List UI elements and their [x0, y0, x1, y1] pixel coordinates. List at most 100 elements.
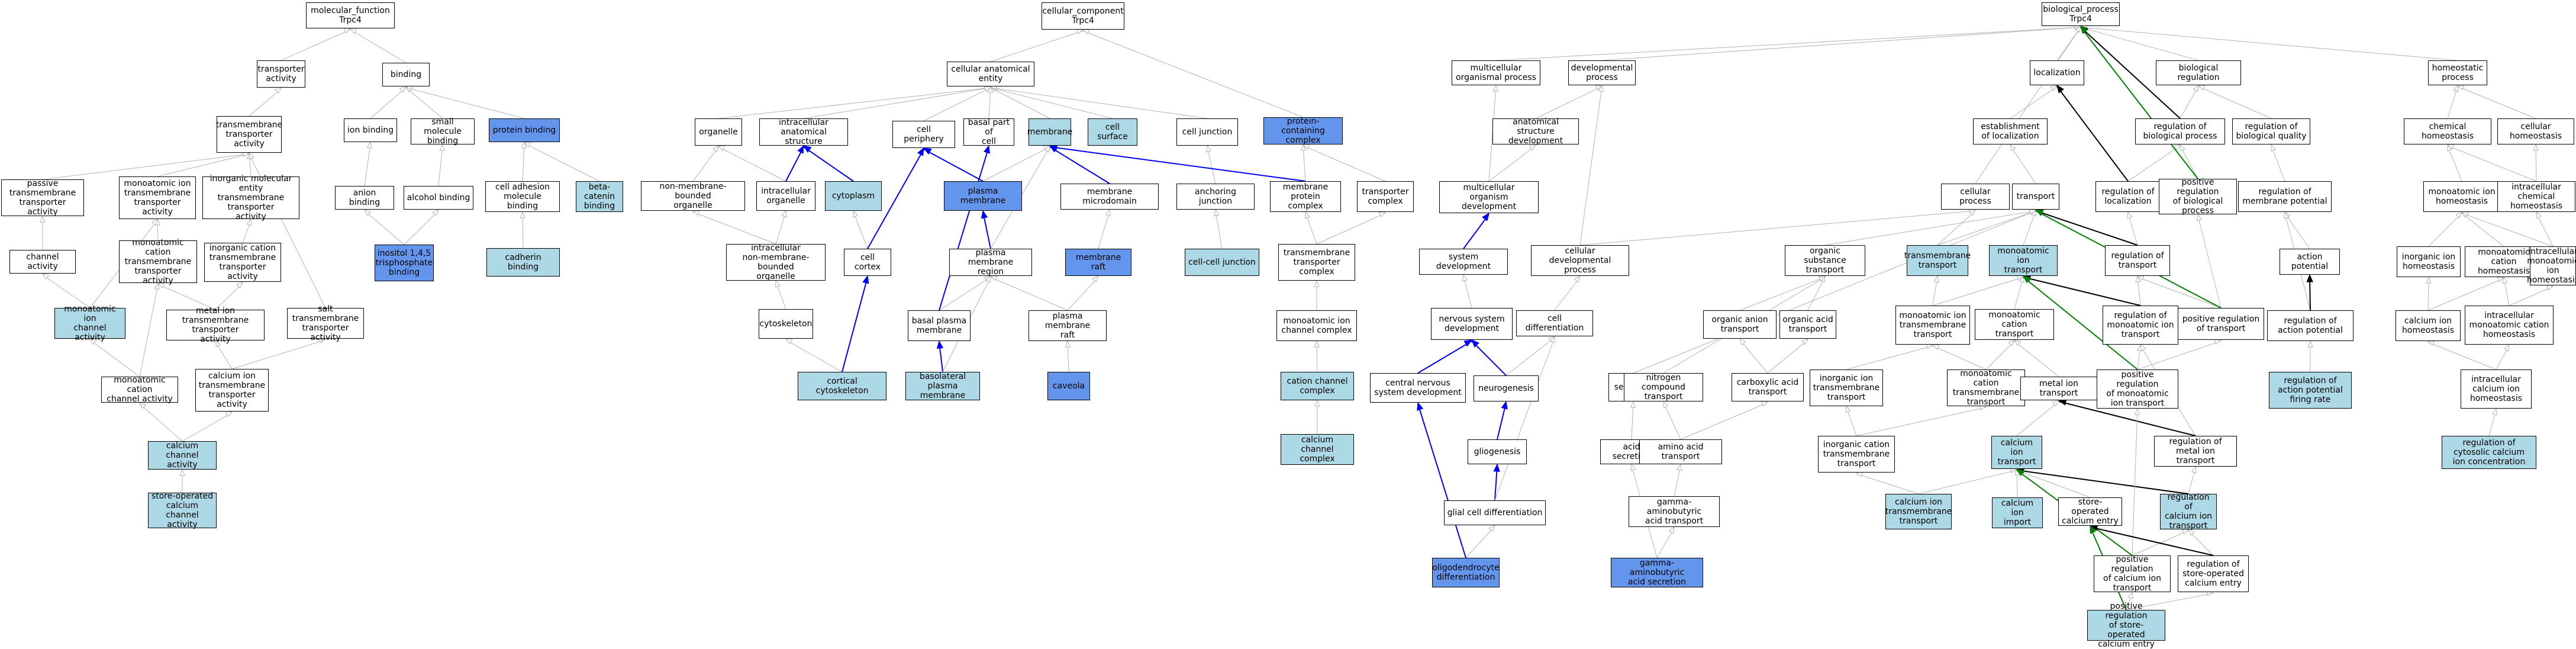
edge-is-a	[2126, 591, 2133, 611]
edge-is-a	[349, 28, 407, 63]
go-term-node-pm-region: plasma membrane region	[949, 248, 1032, 277]
go-term-node-glial-cell-diff: glial cell differentiation	[1444, 500, 1546, 525]
go-term-node-organic-acid-transport: organic acid transport	[1779, 310, 1836, 339]
edge-is-a	[523, 142, 600, 182]
go-term-node-beta-catenin: beta-catenin binding	[576, 181, 623, 212]
edge-is-a	[2135, 275, 2141, 306]
go-term-node-multicellular-organismal: multicellular organismal process	[1452, 60, 1540, 85]
edge-is-a	[1535, 85, 1603, 119]
edge-is-a	[2496, 343, 2510, 370]
go-term-node-transport: transport	[2012, 184, 2059, 210]
edge-is-a	[404, 209, 439, 245]
edge-is-a	[717, 145, 786, 182]
go-term-node-inorg-mol-tm: inorganic molecular entity transmembrane…	[202, 174, 299, 221]
go-term-node-pos-reg-calcium-tm: positive regulation of calcium ion trans…	[2094, 555, 2171, 593]
edge-is-a	[1601, 24, 2082, 61]
edge-is-a	[2197, 85, 2272, 119]
edge-is-a	[1633, 209, 2037, 374]
edge-is-a	[1579, 207, 1977, 246]
go-term-node-biological-regulation: biological regulation	[2156, 60, 2241, 85]
edge-is-a	[1314, 279, 1320, 310]
edge-is-a	[2180, 143, 2198, 179]
go-term-node-organelle: organelle	[695, 118, 742, 146]
go-term-node-calcium-channel: calcium channel activity	[148, 441, 217, 470]
edge-is-a	[1067, 275, 1099, 311]
edge-is-a	[2307, 340, 2313, 372]
edge-is-a	[1630, 400, 1636, 440]
edge-is-a	[2056, 25, 2081, 61]
edge-is-a	[2127, 211, 2138, 246]
edge-part-of	[1493, 463, 1500, 501]
go-term-node-bp: biological_process Trpc4	[2042, 2, 2120, 26]
go-term-node-intra-mono-ion-homeo: intracellular monoatomic ion homeostasis	[2526, 246, 2576, 285]
edge-part-of	[842, 275, 869, 372]
go-term-node-pos-reg-mono-ion-transport: positive regulation of monoatomic ion tr…	[2097, 370, 2178, 409]
edge-is-a	[1856, 404, 1987, 436]
edge-is-a	[157, 282, 216, 310]
edge-is-a	[1554, 275, 1581, 311]
edge-is-a	[2188, 529, 2214, 556]
edge-is-a	[2488, 407, 2497, 436]
go-term-node-caveola: caveola	[1047, 372, 1090, 400]
go-term-node-gliogenesis: gliogenesis	[1468, 439, 1527, 464]
go-term-node-membrane-protein-complex: membrane protein complex	[1270, 181, 1341, 212]
go-term-node-mono-cation-transport: monoatomic cation transport	[1975, 309, 2054, 340]
go-term-node-monoatomic-ion-homeostasis: monoatomic ion homeostasis	[2423, 181, 2500, 212]
edge-is-a	[363, 209, 405, 245]
edge-part-of	[1417, 401, 1466, 558]
go-term-node-localization: localization	[2030, 60, 2084, 85]
edge-is-a	[2132, 529, 2190, 556]
edge-is-a	[1975, 25, 2081, 184]
go-term-node-metal-ion-tm: metal ion transmembrane transporter acti…	[166, 306, 265, 344]
edge-is-a	[249, 87, 282, 117]
edge-is-a	[990, 28, 1084, 62]
go-term-node-cell-cortex: cell cortex	[844, 249, 891, 276]
go-term-node-intracellular-anat: intracellular anatomical structure	[759, 118, 848, 146]
edge-is-a	[2427, 340, 2497, 370]
edge-is-a	[231, 338, 327, 370]
go-term-node-cell-cell-junction: cell-cell junction	[1185, 249, 1259, 276]
go-term-node-reg-action-potential: regulation of action potential	[2267, 310, 2353, 341]
edge-is-a	[1314, 399, 1320, 434]
go-term-node-plasma-membrane: plasma membrane	[944, 181, 1022, 211]
edge-is-a	[1505, 336, 1556, 376]
go-term-node-inorg-cation-tm: inorganic cation transmembrane transport…	[204, 243, 281, 282]
go-term-node-reg-cytosolic-calcium: regulation of cytosolic calcium ion conc…	[2442, 436, 2536, 469]
go-term-node-anion-binding: anion binding	[335, 186, 394, 210]
edge-is-a	[1739, 338, 1768, 374]
edge-is-a	[2188, 465, 2197, 494]
go-term-node-cell-adhesion-mol-binding: cell adhesion molecule binding	[485, 181, 560, 212]
edge-part-of	[785, 144, 804, 182]
edge-positively-regulates	[2022, 275, 2138, 370]
edge-is-a	[1488, 144, 1537, 182]
go-term-node-mono-ion-channel-complex: monoatomic ion channel complex	[1276, 310, 1357, 341]
edge-is-a	[1824, 208, 2037, 246]
edge-is-a	[2447, 84, 2459, 119]
go-term-node-mono-cation-tm-transport: monoatomic cation transmembrane transpor…	[1947, 369, 2025, 407]
go-term-node-inorganic-ion-tm-transport: inorganic ion transmembrane transport	[1810, 370, 1883, 406]
go-term-node-cellular-process: cellular process	[1941, 184, 2010, 210]
edge-is-a	[182, 411, 233, 442]
edge-is-a	[1855, 471, 1919, 494]
edge-is-a	[2132, 407, 2140, 556]
edge-is-a	[775, 210, 787, 245]
go-term-node-intracellular-chem-homeo: intracellular chemical homeostasis	[2497, 181, 2575, 212]
edge-is-a	[1305, 211, 1317, 245]
go-term-node-nitrogen-compound-transport: nitrogen compound transport	[1624, 373, 1703, 401]
edge-is-a	[2196, 213, 2222, 309]
edge-is-a	[982, 145, 1051, 182]
go-term-node-inorg-cation-tm-transport: inorganic cation transmembrane transport	[1818, 436, 1895, 473]
edge-is-a	[1932, 275, 2024, 306]
go-term-node-anatomical-structure-dev: anatomical structure development	[1492, 117, 1579, 146]
go-term-node-membrane-raft: membrane raft	[1065, 249, 1131, 276]
edge-is-a	[405, 86, 443, 119]
edge-is-a	[2509, 285, 2554, 306]
go-term-node-amino-acid-transport: amino acid transport	[1639, 439, 1722, 464]
go-term-node-membrane: membrane	[1027, 118, 1072, 146]
go-term-node-reg-store-operated-entry: regulation of store-operated calcium ent…	[2178, 555, 2249, 592]
edge-part-of	[939, 144, 990, 311]
edge-is-a	[1465, 524, 1495, 558]
go-term-node-organic-substance-transport: organic substance transport	[1785, 245, 1865, 276]
edge-is-a	[1302, 144, 1386, 182]
